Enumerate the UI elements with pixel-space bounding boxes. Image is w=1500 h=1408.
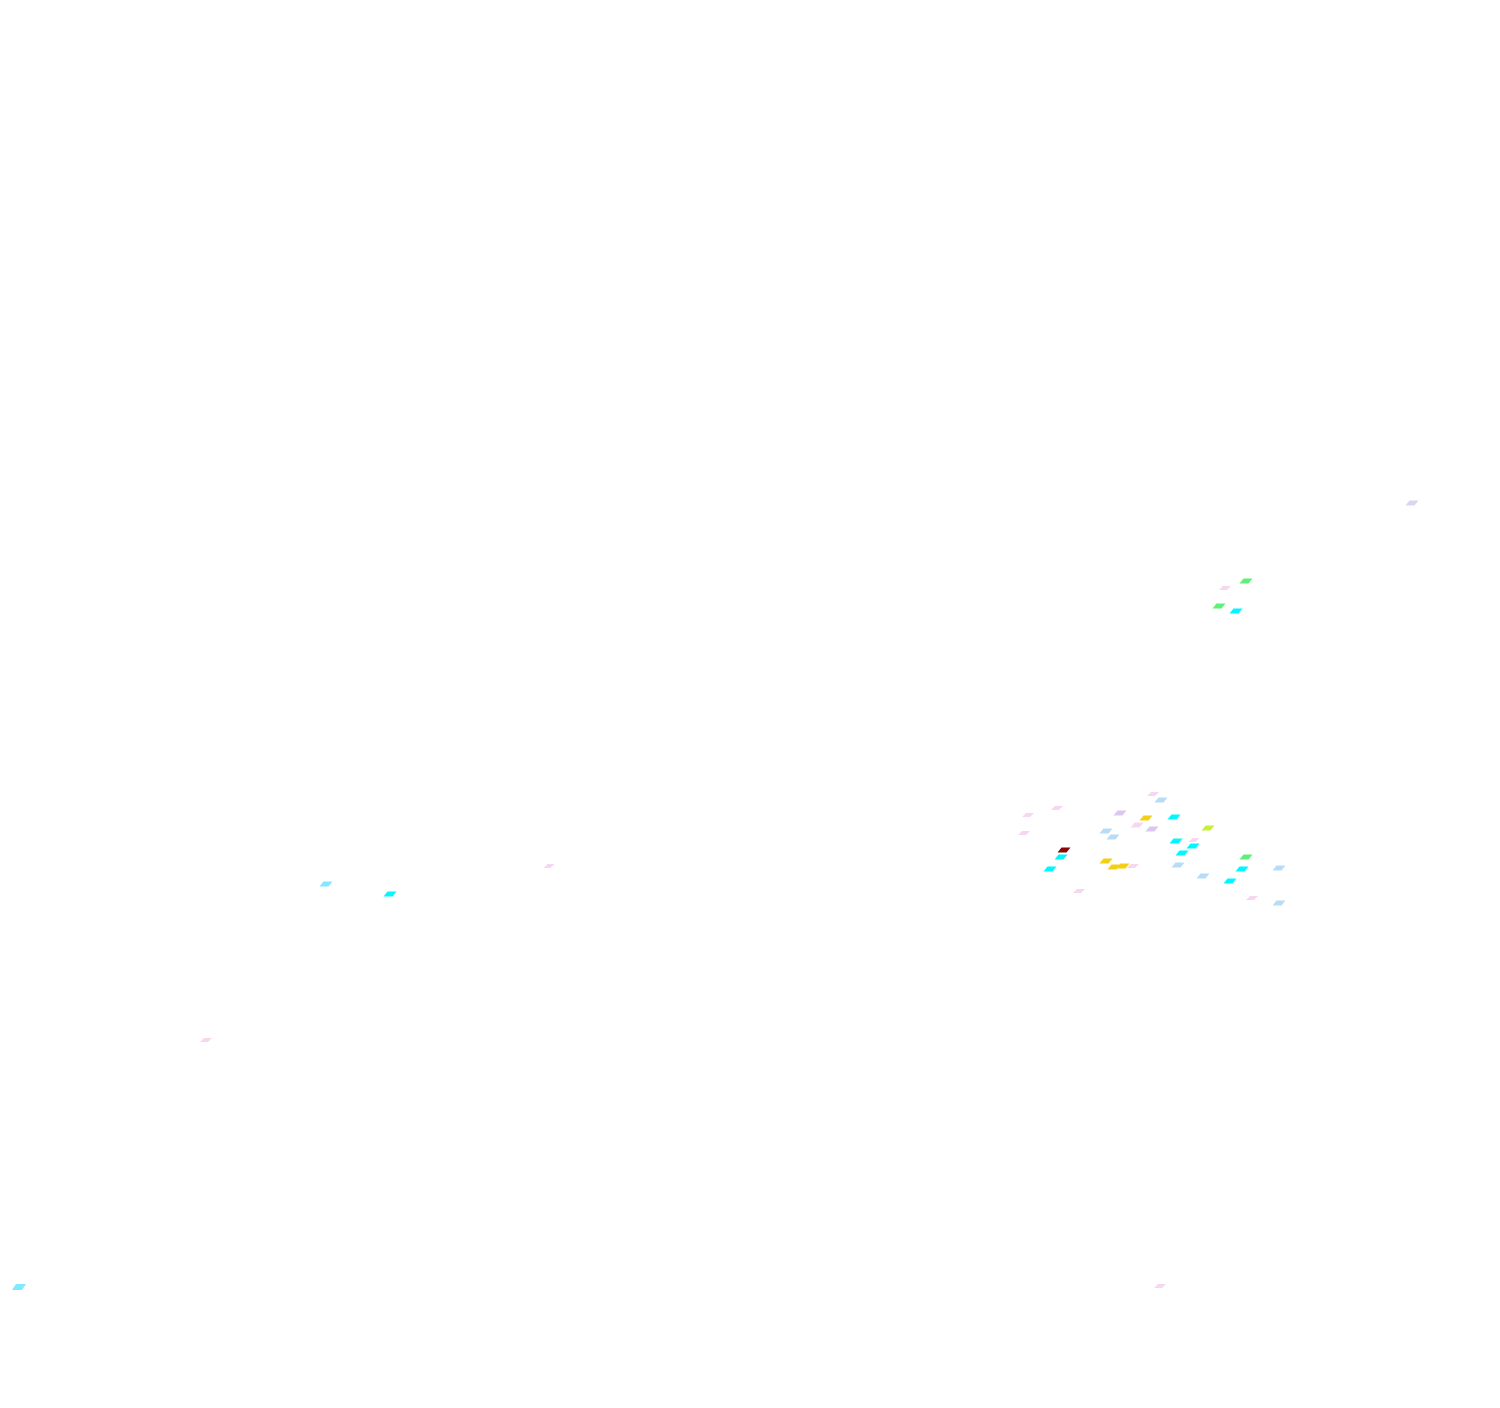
map-tile-cyan <box>1169 838 1183 844</box>
map-tile-light_cyan <box>319 881 333 887</box>
map-tile-pink <box>1147 792 1159 796</box>
map-tile-green <box>1212 603 1226 609</box>
map-tile-yellow <box>1099 858 1113 864</box>
map-tile-cyan <box>1054 854 1068 860</box>
map-tile-pink <box>1219 586 1231 590</box>
map-tile-sky <box>1196 873 1210 879</box>
map-tile-sky <box>1099 828 1113 834</box>
map-tile-cyan <box>1235 866 1249 872</box>
map-tile-cyan <box>1043 866 1057 872</box>
map-tile-sky <box>1154 797 1168 803</box>
map-tile-sky <box>1272 865 1286 871</box>
map-tile-sky <box>1106 834 1120 840</box>
map-tile-lavender <box>1145 826 1159 832</box>
map-tile-cyan <box>1167 814 1181 820</box>
map-tile-cyan <box>383 891 397 897</box>
map-tile-pink <box>1246 896 1258 900</box>
map-tile-pink <box>1130 822 1144 828</box>
map-tile-sky <box>1171 862 1185 868</box>
map-tile-pink <box>1127 864 1139 868</box>
map-tile-pink <box>1073 889 1085 893</box>
map-tile-dark_red <box>1057 847 1071 853</box>
map-tile-pink <box>1018 831 1030 835</box>
map-tile-pink <box>543 864 555 868</box>
map-tile-pink <box>1022 813 1034 817</box>
map-tile-sky <box>1272 900 1286 906</box>
map-tile-cyan <box>1223 878 1237 884</box>
map-tile-pink <box>200 1038 212 1042</box>
map-tile-green <box>1239 578 1253 584</box>
map-tile-pink <box>1188 838 1200 842</box>
map-tile-lavender <box>1113 810 1127 816</box>
map-tile-cyan <box>1186 843 1200 849</box>
map-tile-yellow <box>1116 863 1130 869</box>
map-tile-pale_lavender <box>1405 500 1419 506</box>
map-tile-yellow <box>1139 815 1153 821</box>
map-tile-cyan <box>1175 850 1189 856</box>
map-tile-cyan <box>1229 608 1243 614</box>
map-tile-green <box>1239 854 1253 860</box>
map-tile-light_cyan <box>12 1284 26 1290</box>
map-tile-lime <box>1201 825 1215 831</box>
map-tile-pink <box>1051 806 1063 810</box>
map-tile-pink <box>1154 1284 1166 1288</box>
